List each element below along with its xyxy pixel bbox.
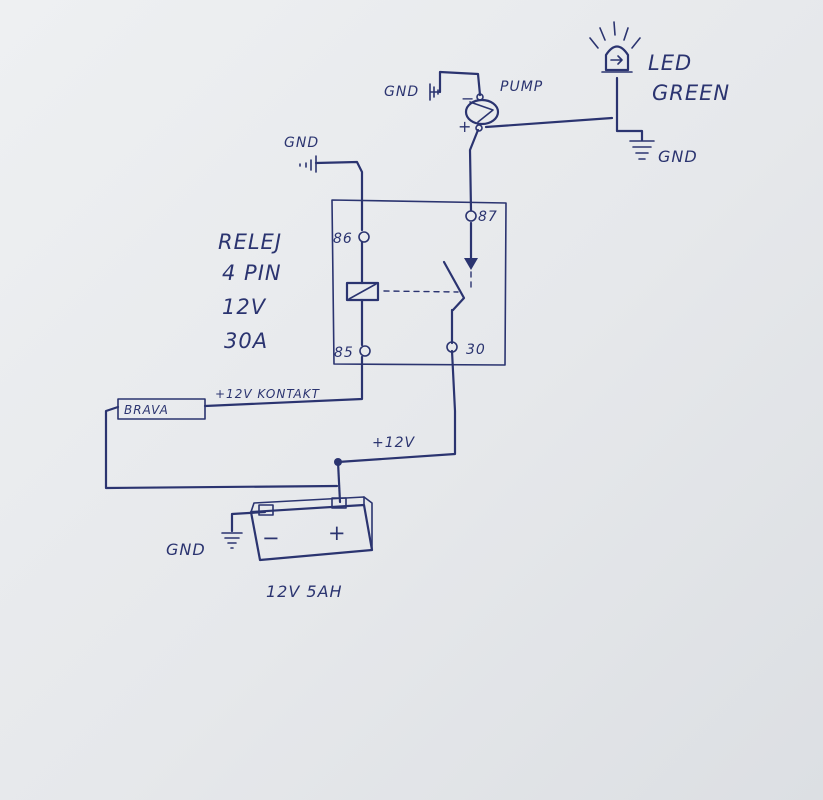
- pin-30-terminal: [446, 341, 458, 353]
- gnd-label-led: GND: [658, 147, 698, 166]
- relay-switch-blade: [442, 260, 466, 312]
- plus12-label: +12V: [372, 435, 416, 451]
- wire-led-to-gnd: [615, 76, 644, 142]
- pump-detail: [469, 101, 494, 123]
- brava-component: [117, 398, 206, 420]
- battery-side: [363, 496, 373, 551]
- pin-86-label: 86: [333, 231, 353, 247]
- wire-pump-to-gnd: [438, 70, 482, 97]
- gnd-symbol-pump: [429, 83, 441, 101]
- pin-85-label: 85: [334, 345, 354, 361]
- led-label-line1: LED: [648, 51, 692, 75]
- relay: [331, 199, 507, 366]
- brava-label: BRAVA: [124, 403, 169, 417]
- led-glow-rays: [589, 21, 641, 49]
- wire-pump-to-led: [484, 116, 614, 129]
- relay-contact-arrow: [464, 258, 478, 270]
- relay-label-line3: 12V: [222, 295, 267, 319]
- pin-30-label: 30: [466, 342, 486, 358]
- relay-link: [383, 290, 459, 293]
- pump-plus-label: +: [458, 117, 472, 136]
- relay-coil: [345, 281, 380, 302]
- pump-minus-label: −: [461, 89, 475, 108]
- pin-86-terminal: [358, 231, 370, 243]
- pin-85-terminal: [359, 345, 371, 357]
- junction-node: [334, 458, 342, 466]
- wire-battery-to-node: [336, 460, 342, 504]
- battery-minus-label: −: [262, 526, 281, 550]
- battery-pos-terminal: [331, 497, 347, 509]
- gnd-label-relay: GND: [284, 135, 319, 151]
- led-dome: [604, 45, 630, 72]
- relay-label-line4: 30A: [224, 329, 268, 353]
- pin-87-terminal: [465, 210, 477, 222]
- pump-symbol: [464, 93, 500, 132]
- pump-plus-terminal: [475, 124, 483, 132]
- gnd-symbol-led: [629, 140, 655, 160]
- wire-85-to-brava: [203, 355, 364, 408]
- wire-gnd-to-86: [314, 160, 364, 232]
- relay-label-line2: 4 PIN: [222, 261, 282, 285]
- wires: [104, 70, 644, 533]
- led-label-line2: GREEN: [652, 81, 730, 105]
- relay-coil-slash: [348, 283, 377, 300]
- relay-box: [331, 199, 507, 366]
- gnd-symbol-relay: [299, 155, 317, 173]
- wire-brava-left: [104, 405, 339, 490]
- battery-neg-terminal: [258, 504, 274, 516]
- wire-node-to-30: [336, 349, 457, 464]
- gnd-label-battery: GND: [166, 540, 206, 559]
- gnd-label-pump: GND: [384, 84, 419, 100]
- led-symbol: [589, 21, 641, 73]
- battery-label: 12V 5AH: [266, 582, 343, 601]
- battery: [249, 496, 374, 562]
- kontakt-label: +12V KONTAKT: [215, 387, 321, 401]
- pin-87-label: 87: [478, 209, 498, 225]
- led-arrow: [610, 55, 623, 65]
- gnd-symbol-battery: [221, 532, 243, 549]
- battery-top: [250, 496, 365, 513]
- wire-pump-to-87: [468, 128, 480, 212]
- battery-plus-label: +: [328, 521, 347, 545]
- pump-label: PUMP: [500, 79, 543, 95]
- relay-label-line1: RELEJ: [218, 230, 282, 254]
- brava-box: [117, 398, 206, 420]
- pump-minus-terminal: [476, 93, 484, 101]
